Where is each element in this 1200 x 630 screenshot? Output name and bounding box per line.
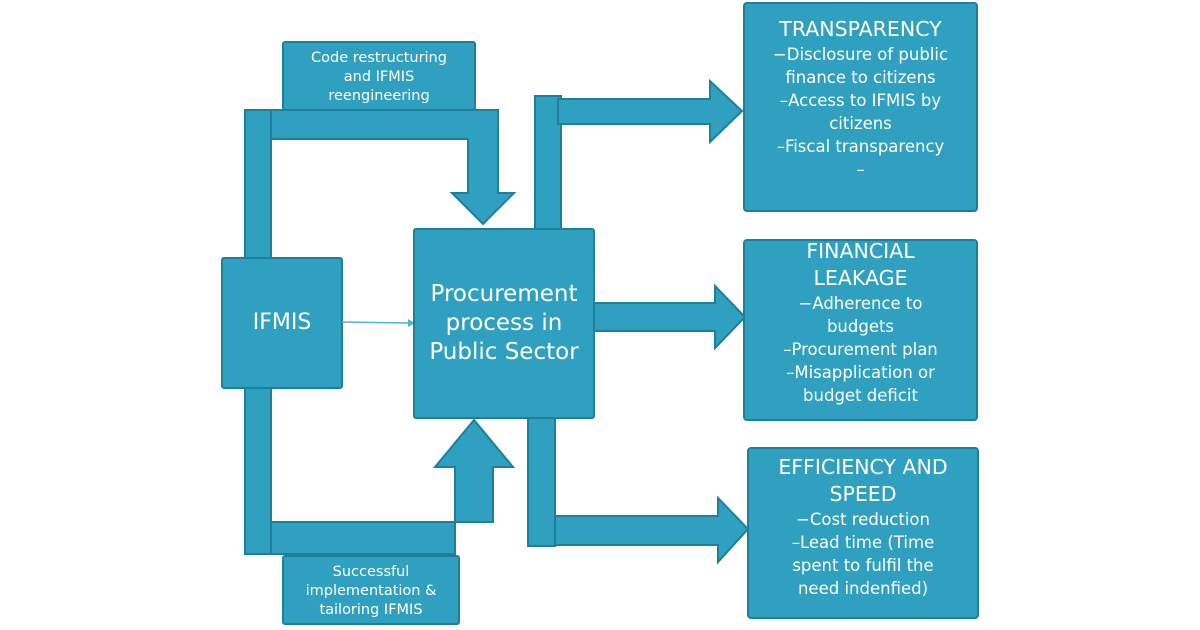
efficiency-content: EFFICIENCY AND SPEED −Cost reduction –Le… bbox=[748, 454, 978, 600]
ifmis-label: IFMIS bbox=[222, 258, 342, 386]
transparency-box bbox=[743, 2, 978, 212]
center-label: Procurement process in Public Sector bbox=[414, 238, 594, 408]
outcome-item: −Cost reduction bbox=[796, 510, 930, 529]
left-bottom-connector bbox=[244, 387, 272, 555]
bottom-input-line: implementation & bbox=[305, 582, 437, 599]
outcome-item: −Disclosure of public bbox=[772, 45, 949, 64]
outcome-item: –Fiscal transparency bbox=[776, 137, 945, 156]
outcome-title: SPEED bbox=[829, 482, 897, 506]
bottom-bent-arrow bbox=[267, 418, 516, 555]
center-line: Public Sector bbox=[429, 339, 579, 365]
top-right-vertical-stem bbox=[534, 95, 562, 231]
outcome-item: – bbox=[856, 160, 865, 179]
outcome-item: –Procurement plan bbox=[783, 340, 938, 359]
top-bent-arrow bbox=[267, 109, 517, 226]
outcome-item: citizens bbox=[829, 114, 892, 133]
outcome-item: finance to citizens bbox=[785, 68, 936, 87]
outcome-item: budgets bbox=[826, 317, 895, 336]
arrow-to-financial-leakage bbox=[593, 283, 747, 351]
ifmis-box bbox=[221, 257, 343, 389]
outcome-title: FINANCIAL bbox=[806, 239, 915, 263]
outcome-title: TRANSPARENCY bbox=[779, 17, 942, 41]
outcome-item: −Adherence to bbox=[798, 294, 923, 313]
bottom-right-vertical-stem bbox=[527, 412, 556, 547]
outcome-item: –Lead time (Time bbox=[791, 533, 935, 552]
arrow-to-transparency bbox=[557, 78, 744, 145]
top-input-line: Code restructuring bbox=[311, 49, 447, 66]
outcome-item: –Access to IFMIS by bbox=[779, 91, 942, 110]
outcome-item: –Misapplication or bbox=[786, 363, 935, 382]
arrow-to-efficiency bbox=[554, 495, 750, 565]
outcome-item: budget deficit bbox=[803, 386, 918, 405]
top-input-label: Code restructuring and IFMIS reengineeri… bbox=[283, 44, 475, 110]
outcome-item: need indenfied) bbox=[797, 579, 929, 598]
top-input-line: reengineering bbox=[328, 87, 430, 104]
ifmis-text: IFMIS bbox=[252, 309, 312, 335]
bottom-input-box bbox=[282, 555, 460, 625]
connector-arrowhead-icon bbox=[408, 319, 415, 327]
outcome-title: EFFICIENCY AND bbox=[778, 455, 948, 479]
bottom-input-line: Successful bbox=[332, 563, 410, 580]
ifmis-to-center-connector bbox=[341, 321, 411, 324]
center-box bbox=[413, 228, 595, 419]
left-top-connector bbox=[244, 109, 272, 261]
bottom-input-label: Successful implementation & tailoring IF… bbox=[283, 558, 459, 624]
financial-leakage-box bbox=[743, 239, 978, 421]
outcome-title: LEAKAGE bbox=[813, 266, 908, 290]
transparency-content: TRANSPARENCY −Disclosure of public finan… bbox=[744, 16, 977, 181]
financial-leakage-content: FINANCIAL LEAKAGE −Adherence to budgets … bbox=[744, 238, 977, 407]
center-line: process in bbox=[445, 310, 563, 336]
bottom-input-line: tailoring IFMIS bbox=[319, 601, 423, 618]
outcome-item: spent to fulfil the bbox=[792, 556, 934, 575]
center-line: Procurement bbox=[430, 281, 578, 307]
efficiency-box bbox=[747, 447, 979, 619]
top-input-line: and IFMIS bbox=[343, 68, 415, 85]
